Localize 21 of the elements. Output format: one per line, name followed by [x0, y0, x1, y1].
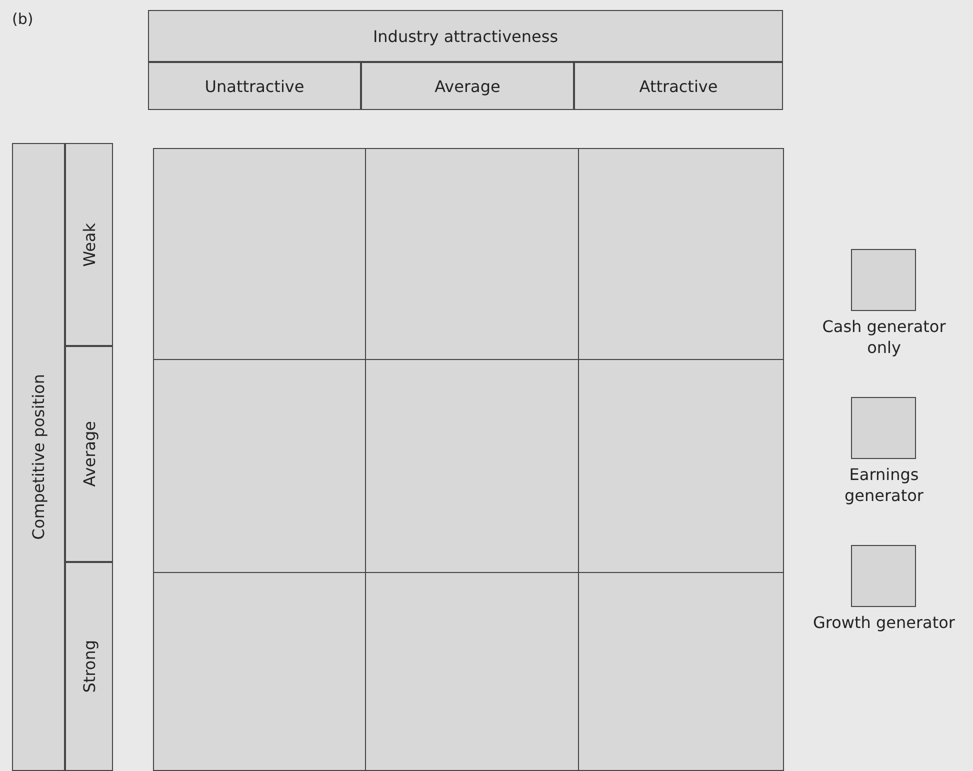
legend-label: Growth generator: [812, 612, 956, 633]
matrix-cell: [365, 148, 579, 360]
matrix-cell: [578, 148, 784, 360]
column-header: Unattractive: [148, 62, 361, 110]
panel-label: (b): [12, 10, 34, 28]
legend-label: Earnings generator: [843, 464, 924, 506]
legend-label: Cash generator only: [821, 316, 947, 358]
matrix-cell: [153, 359, 366, 573]
row-header: Strong: [65, 562, 113, 771]
row-header: Weak: [65, 143, 113, 346]
column-header: Attractive: [574, 62, 783, 110]
column-header: Average: [361, 62, 574, 110]
row-header: Average: [65, 346, 113, 562]
matrix-cell: [578, 359, 784, 573]
matrix-cell: [153, 148, 366, 360]
header-band: Industry attractiveness: [148, 10, 783, 62]
matrix-cell: [365, 359, 579, 573]
row-axis-band: Competitive position: [12, 143, 65, 771]
matrix-cell: [153, 572, 366, 771]
matrix-cell: [578, 572, 784, 771]
matrix-cell: [365, 572, 579, 771]
